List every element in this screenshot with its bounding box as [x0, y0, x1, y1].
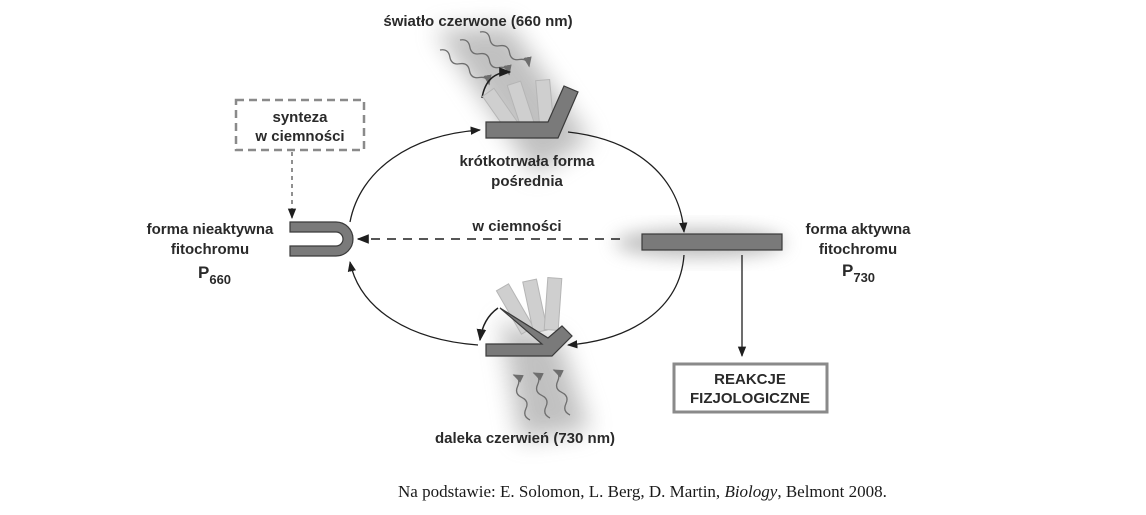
- far-red-form-shape: [485, 307, 573, 357]
- source-caption: Na podstawie: E. Solomon, L. Berg, D. Ma…: [398, 482, 887, 502]
- rotation-arrow-far-red: [476, 307, 499, 342]
- synthesis-label-line2: w ciemności: [254, 128, 344, 145]
- far-red-label: daleka czerwień (730 nm): [435, 430, 615, 447]
- active-subscript: 730: [853, 270, 875, 285]
- reactions-label-line1: REAKCJE: [714, 371, 786, 388]
- inactive-symbol: P660: [198, 263, 231, 287]
- intermediate-label-line2: pośrednia: [491, 173, 563, 190]
- far-red-form-ghosts: [495, 277, 563, 335]
- arc-far-red-to-inactive: [347, 260, 479, 346]
- rotation-arrow-red: [481, 67, 512, 99]
- reactions-label-line2: FIZJOLOGICZNE: [690, 390, 810, 407]
- arc-intermediate-to-active: [567, 131, 688, 234]
- arc-active-to-far-red: [566, 254, 685, 349]
- active-label-line1: forma aktywna: [805, 221, 911, 238]
- active-label-line2: fitochromu: [819, 241, 897, 258]
- active-symbol: P730: [842, 261, 875, 285]
- synthesis-label-line1: synteza: [272, 109, 328, 126]
- inactive-label-line1: forma nieaktywna: [147, 221, 274, 238]
- inactive-form-shape: [289, 221, 354, 257]
- caption-suffix: , Belmont 2008.: [777, 482, 887, 501]
- reactions-box: [672, 362, 829, 414]
- active-form-shape: [641, 233, 783, 251]
- intermediate-label-line1: krótkotrwała forma: [459, 153, 595, 170]
- red-light-label: światło czerwone (660 nm): [383, 13, 572, 30]
- dark-conversion-label: w ciemności: [471, 218, 561, 235]
- intermediate-form-shape: [485, 85, 579, 139]
- caption-title: Biology: [724, 482, 778, 501]
- synthesis-box: [234, 98, 366, 152]
- far-red-light-rays: [512, 369, 571, 421]
- inactive-label-line2: fitochromu: [171, 241, 249, 258]
- inactive-subscript: 660: [209, 272, 231, 287]
- arc-inactive-to-intermediate: [349, 126, 482, 223]
- caption-prefix: Na podstawie: E. Solomon, L. Berg, D. Ma…: [398, 482, 721, 501]
